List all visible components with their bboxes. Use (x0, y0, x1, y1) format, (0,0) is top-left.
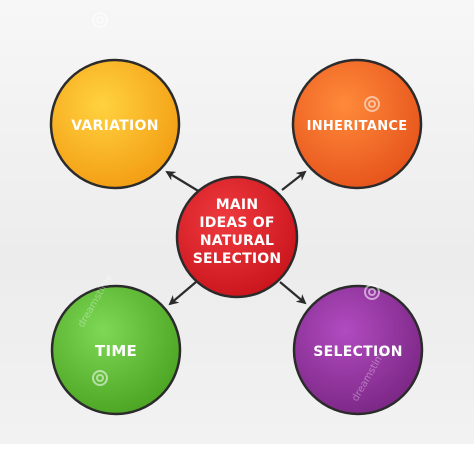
center-node: MAIN IDEAS OF NATURAL SELECTION (175, 175, 299, 299)
watermark-swirl-icon (92, 12, 108, 28)
connector-time (168, 281, 197, 306)
node-selection: SELECTION (292, 284, 424, 416)
node-variation: VARIATION (49, 58, 181, 190)
node-time: TIME (50, 284, 182, 416)
center-label-line-4: SELECTION (193, 251, 282, 267)
watermark-swirl-icon (364, 284, 380, 300)
connector-selection (279, 281, 307, 305)
center-label-line-3: NATURAL (200, 233, 274, 249)
node-inheritance-label: INHERITANCE (307, 119, 408, 134)
node-variation-label: VARIATION (71, 118, 159, 134)
watermark-swirl-icon (92, 370, 108, 386)
center-label-line-1: MAIN (216, 197, 259, 213)
node-time-label: TIME (95, 342, 137, 360)
connector-variation (165, 170, 201, 193)
node-inheritance: INHERITANCE (291, 58, 423, 190)
footer-band (0, 444, 474, 474)
node-selection-label: SELECTION (313, 344, 402, 360)
connectors (165, 170, 307, 306)
connector-inheritance (281, 170, 307, 191)
center-label-line-2: IDEAS OF (199, 215, 274, 231)
watermark-swirl-icon (364, 96, 380, 112)
